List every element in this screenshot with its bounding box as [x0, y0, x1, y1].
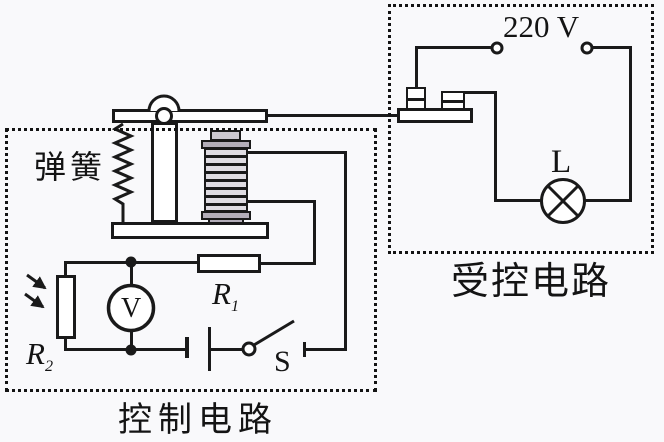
- light-arrows-icon: [24, 273, 47, 309]
- supply-terminal-right: [580, 41, 594, 55]
- wire-coil-bottom: [246, 200, 316, 203]
- wire-coil-top: [246, 151, 347, 154]
- resistor-r1: [197, 254, 261, 273]
- wire-r1-right: [259, 262, 316, 265]
- wire-right-down: [629, 46, 632, 202]
- switch-label: S: [274, 345, 291, 378]
- battery-positive-plate: [208, 327, 211, 371]
- wire-r2-top: [64, 261, 67, 277]
- resistor-label: R1: [212, 276, 239, 316]
- wire-lamp-left: [496, 199, 544, 202]
- wire-coil-down: [313, 200, 316, 265]
- photoresistor-label-sub: 2: [44, 358, 53, 376]
- switch-pivot: [241, 341, 257, 357]
- wire-battery-to-switch: [211, 348, 244, 351]
- photoresistor-r2: [56, 275, 76, 339]
- wire-r2-bottom: [64, 338, 67, 351]
- wire-contact-top: [463, 91, 497, 94]
- controlled-circuit-caption: 受控电路: [451, 261, 612, 303]
- control-circuit-caption: 控制电路: [118, 402, 278, 439]
- relay-support-column: [151, 122, 178, 223]
- voltmeter-label: V: [121, 293, 142, 324]
- contact-block-left-divider: [408, 98, 424, 101]
- wire-terminal-left: [415, 46, 493, 49]
- wire-bottom-row-left: [64, 348, 187, 351]
- contact-block-right-divider: [443, 100, 463, 103]
- iron-core-stub-bottom: [208, 218, 244, 224]
- wire-lamp-right: [584, 199, 632, 202]
- contact-block-right: [441, 91, 465, 110]
- wire-switch-right: [304, 348, 347, 351]
- wire-contact-down: [494, 91, 497, 202]
- switch-lever: [253, 319, 295, 347]
- photoresistor-label: R2: [26, 336, 53, 376]
- wire-voltmeter-top-lead: [130, 261, 133, 287]
- lamp-label: L: [551, 144, 572, 180]
- contact-base-bar: [397, 108, 473, 123]
- wire-right-vertical: [344, 151, 347, 351]
- wire-armature-link: [266, 114, 400, 117]
- supply-terminal-left: [490, 41, 504, 55]
- electromagnet-coil: [204, 148, 248, 212]
- spring-label: 弹簧: [34, 149, 107, 185]
- spring-icon: [111, 122, 135, 222]
- lamp-icon: [540, 178, 586, 224]
- relay-armature: [112, 109, 268, 123]
- wire-voltmeter-bottom-lead: [130, 329, 133, 351]
- relay-base-plate: [111, 222, 269, 239]
- wire-contact-drop: [415, 46, 418, 89]
- wire-terminal-right: [592, 46, 632, 49]
- contact-block-left: [406, 87, 426, 110]
- resistor-label-sub: 1: [230, 298, 239, 316]
- battery-negative-plate: [185, 337, 189, 358]
- supply-voltage-label: 220 V: [503, 9, 580, 44]
